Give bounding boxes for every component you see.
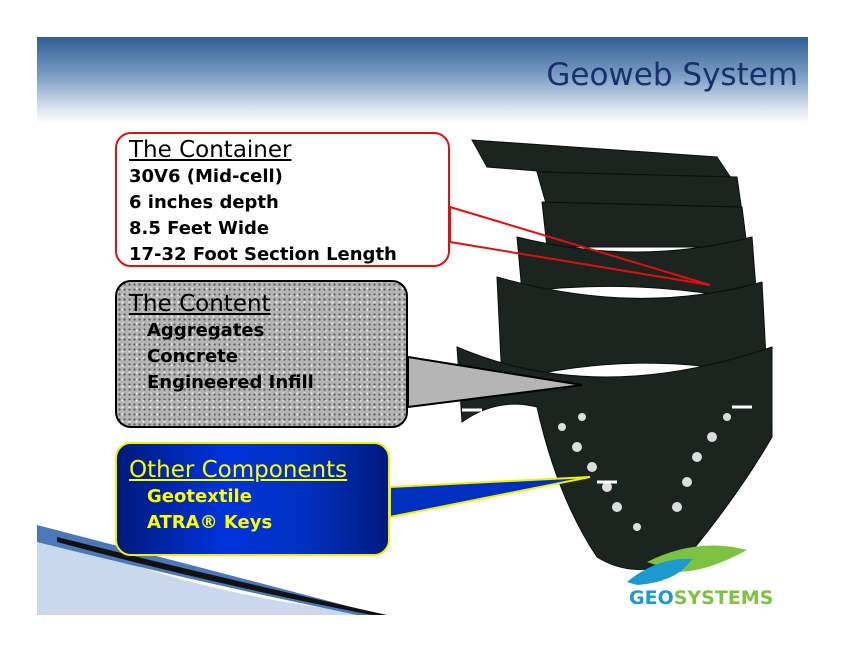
geosystems-logo: GEOSYSTEMS: [629, 587, 773, 609]
swoosh-light: [37, 527, 387, 615]
other-line: ATRA® Keys: [147, 512, 273, 533]
geoweb-cells: [456, 139, 773, 570]
container-line: 30V6 (Mid-cell): [129, 166, 283, 187]
container-line: 17-32 Foot Section Length: [129, 244, 397, 265]
other-heading: Other Components: [129, 457, 348, 483]
content-pointer: [407, 355, 583, 409]
slide-title: Geoweb System: [546, 57, 798, 93]
container-callout: The Container 30V6 (Mid-cell) 6 inches d…: [115, 132, 450, 267]
container-line: 8.5 Feet Wide: [129, 218, 270, 239]
other-line: Geotextile: [147, 486, 252, 507]
geosystems-leaf-icon: [627, 545, 747, 585]
content-line: Engineered Infill: [147, 372, 314, 393]
slide: Geoweb System: [37, 37, 808, 615]
header-band: [37, 37, 808, 123]
container-heading: The Container: [129, 137, 292, 163]
other-pointer: [389, 476, 591, 519]
container-line: 6 inches depth: [129, 192, 279, 213]
perforations: [558, 413, 731, 531]
content-line: Concrete: [147, 346, 238, 367]
logo-systems: SYSTEMS: [673, 587, 774, 609]
atra-keys: [462, 405, 752, 484]
geoweb-illustration: [37, 139, 773, 615]
content-heading: The Content: [129, 291, 271, 317]
other-components-callout: Other Components Geotextile ATRA® Keys: [115, 442, 390, 556]
content-line: Aggregates: [147, 320, 265, 341]
logo-geo: GEO: [629, 587, 674, 609]
container-pointer: [449, 205, 711, 286]
content-callout: The Content Aggregates Concrete Engineer…: [115, 280, 408, 428]
